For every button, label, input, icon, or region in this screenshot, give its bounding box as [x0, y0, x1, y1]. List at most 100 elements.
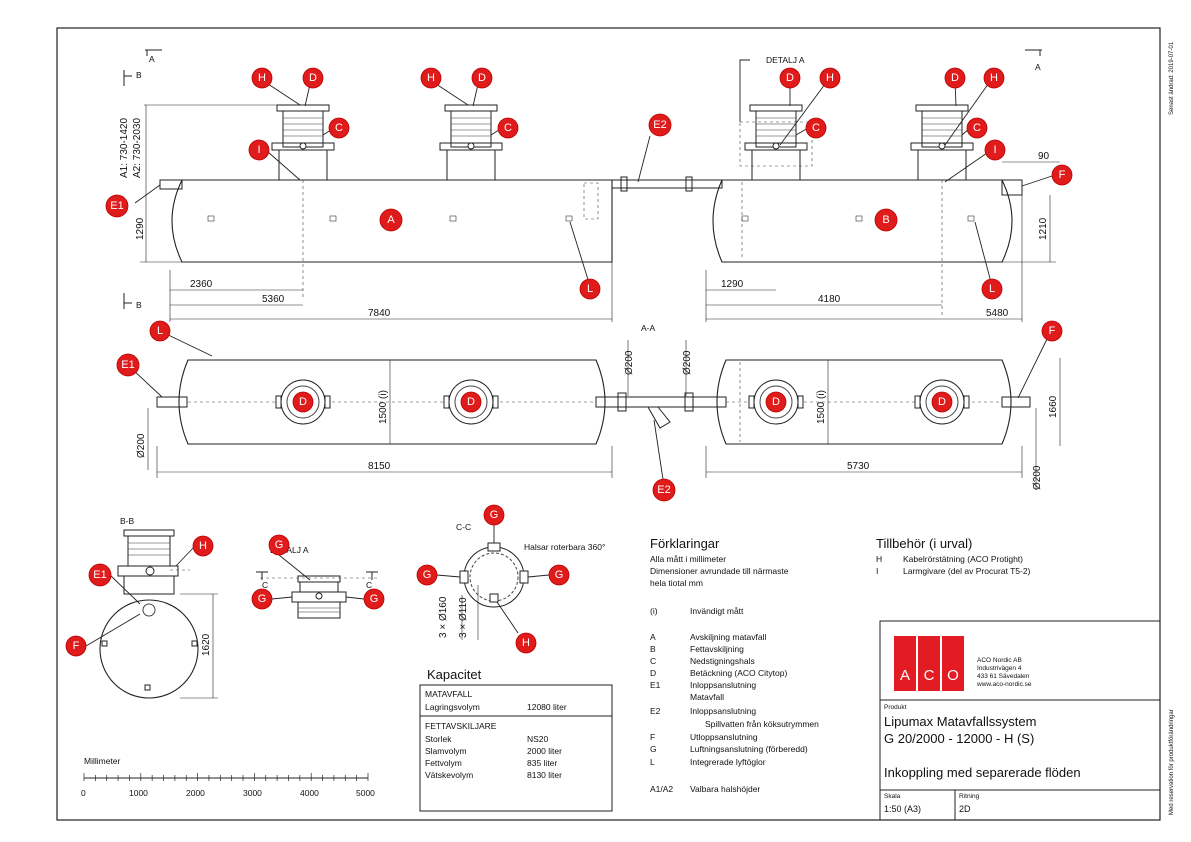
section-b-bottom-label: B — [136, 300, 142, 310]
detail-a: DETALJ A C C — [256, 545, 380, 619]
product-label: Produkt — [884, 704, 907, 711]
svg-text:D: D — [951, 72, 959, 84]
scale-tick-1000: 1000 — [129, 788, 148, 798]
dim-8150: 8150 — [368, 461, 391, 472]
manhole-4 — [910, 104, 974, 181]
dim-3x110: 3 × Ø110 — [458, 597, 469, 638]
logo-letter-c: C — [924, 667, 935, 684]
section-b-top-label: B — [136, 70, 142, 80]
badge-d-plan-2: D — [460, 391, 482, 413]
svg-text:G: G — [258, 593, 267, 605]
capacity-row-5-value: 8130 liter — [527, 770, 562, 780]
manhole-2 — [439, 104, 503, 181]
accessory-key-2: I — [876, 566, 878, 576]
svg-text:H: H — [427, 72, 435, 84]
side-reservation: Med reservation för produktförändringar — [1169, 709, 1175, 815]
badge-f-plan: F — [1041, 320, 1063, 342]
svg-text:H: H — [990, 72, 998, 84]
legend-intro-1: Alla mått i millimeter — [650, 554, 726, 564]
badge-l-3: L — [149, 320, 171, 342]
svg-text:E1: E1 — [110, 200, 123, 212]
tank-b-elevation — [712, 179, 1013, 263]
company-web: www.aco-nordic.se — [976, 681, 1032, 688]
legend-key-1: (i) — [650, 606, 658, 616]
svg-text:A: A — [387, 214, 395, 226]
svg-text:G: G — [490, 509, 499, 521]
dim-1500-b: 1500 (i) — [816, 390, 827, 424]
company-street: Industrivägen 4 — [977, 665, 1022, 672]
detail-c-left: C — [262, 580, 268, 590]
legend-key-6: E1 — [650, 680, 661, 690]
legend-val-2: Avskiljning matavfall — [690, 632, 766, 642]
legend: Förklaringar Alla mått i millimeter Dime… — [650, 536, 819, 794]
dim-1290-horizontal: 1290 — [721, 279, 744, 290]
legend-val-6: Inloppsanslutning — [690, 680, 756, 690]
svg-text:H: H — [258, 72, 266, 84]
product-line-2: G 20/2000 - 12000 - H (S) — [884, 731, 1034, 746]
section-a-right-label: A — [1035, 62, 1041, 72]
scale-value: 1:50 (A3) — [884, 804, 921, 814]
scale-tick-0: 0 — [81, 788, 86, 798]
drawing-label: Ritning — [959, 793, 980, 800]
scale-tick-4000: 4000 — [300, 788, 319, 798]
dim-5480: 5480 — [986, 308, 1009, 319]
accessory-key-1: H — [876, 554, 882, 564]
badge-d-plan-3: D — [765, 391, 787, 413]
svg-text:E1: E1 — [121, 359, 134, 371]
badge-g-detail-top: G — [268, 534, 290, 556]
legend-val-5: Betäckning (ACO Citytop) — [690, 668, 787, 678]
badge-g-detail-right: G — [363, 588, 385, 610]
legend-key-4: C — [650, 656, 656, 666]
badge-h-3: H — [819, 67, 841, 89]
dim-3x160: 3 × Ø160 — [438, 596, 449, 638]
dim-1210-vertical: 1210 — [1038, 217, 1049, 240]
svg-text:H: H — [199, 540, 207, 552]
scale-tick-3000: 3000 — [243, 788, 262, 798]
dim-d200-left: Ø200 — [624, 350, 635, 375]
svg-text:C: C — [973, 122, 981, 134]
legend-title: Förklaringar — [650, 536, 720, 551]
legend-key-12: L — [650, 757, 655, 767]
dim-1290-vertical: 1290 — [135, 217, 146, 240]
badge-c-2: C — [497, 117, 519, 139]
drawing-value: 2D — [959, 804, 971, 814]
dim-2360: 2360 — [190, 279, 213, 290]
badge-h-cc: H — [515, 632, 537, 654]
scale-bar: Millimeter 0 1000 2000 3000 4000 5000 — [81, 756, 375, 798]
badge-d-2: D — [471, 67, 493, 89]
svg-text:I: I — [257, 144, 260, 156]
detail-c-right: C — [366, 580, 372, 590]
capacity-row-1-key: Lagringsvolym — [425, 702, 480, 712]
dim-5360: 5360 — [262, 294, 285, 305]
legend-val-1: Invändigt mått — [690, 606, 744, 616]
manhole-1 — [271, 104, 335, 181]
legend-val-3: Fettavskiljning — [690, 644, 744, 654]
badge-h-1: H — [251, 67, 273, 89]
legend-val-13: Valbara halshöjder — [690, 784, 760, 794]
legend-key-2: A — [650, 632, 656, 642]
section-aa-label: A-A — [641, 323, 656, 333]
svg-text:L: L — [989, 283, 995, 295]
badge-c-4: C — [966, 117, 988, 139]
svg-text:D: D — [478, 72, 486, 84]
capacity-group-1: MATAVFALL — [425, 689, 473, 699]
legend-val-7: Matavfall — [690, 692, 724, 702]
aco-logo: A C O — [894, 636, 964, 691]
legend-key-5: D — [650, 668, 656, 678]
badge-h-2: H — [420, 67, 442, 89]
detalj-a-label: DETALJ A — [766, 55, 805, 65]
dim-4180: 4180 — [818, 294, 841, 305]
capacity-row-2-value: NS20 — [527, 734, 549, 744]
accessories: Tillbehör (i urval) H Kabelrörstätning (… — [876, 536, 1031, 576]
capacity-row-2-key: Storlek — [425, 734, 452, 744]
badge-i-2: I — [984, 139, 1006, 161]
badge-g-cc-top: G — [483, 504, 505, 526]
badge-a: A — [379, 208, 403, 232]
badge-b: B — [874, 208, 898, 232]
badge-g-cc-right: G — [548, 564, 570, 586]
capacity-group-2: FETTAVSKILJARE — [425, 721, 497, 731]
legend-val-10: Utloppsanslutning — [690, 732, 758, 742]
badge-e1-plan: E1 — [116, 353, 140, 377]
dim-d200-inlet: Ø200 — [136, 433, 147, 458]
